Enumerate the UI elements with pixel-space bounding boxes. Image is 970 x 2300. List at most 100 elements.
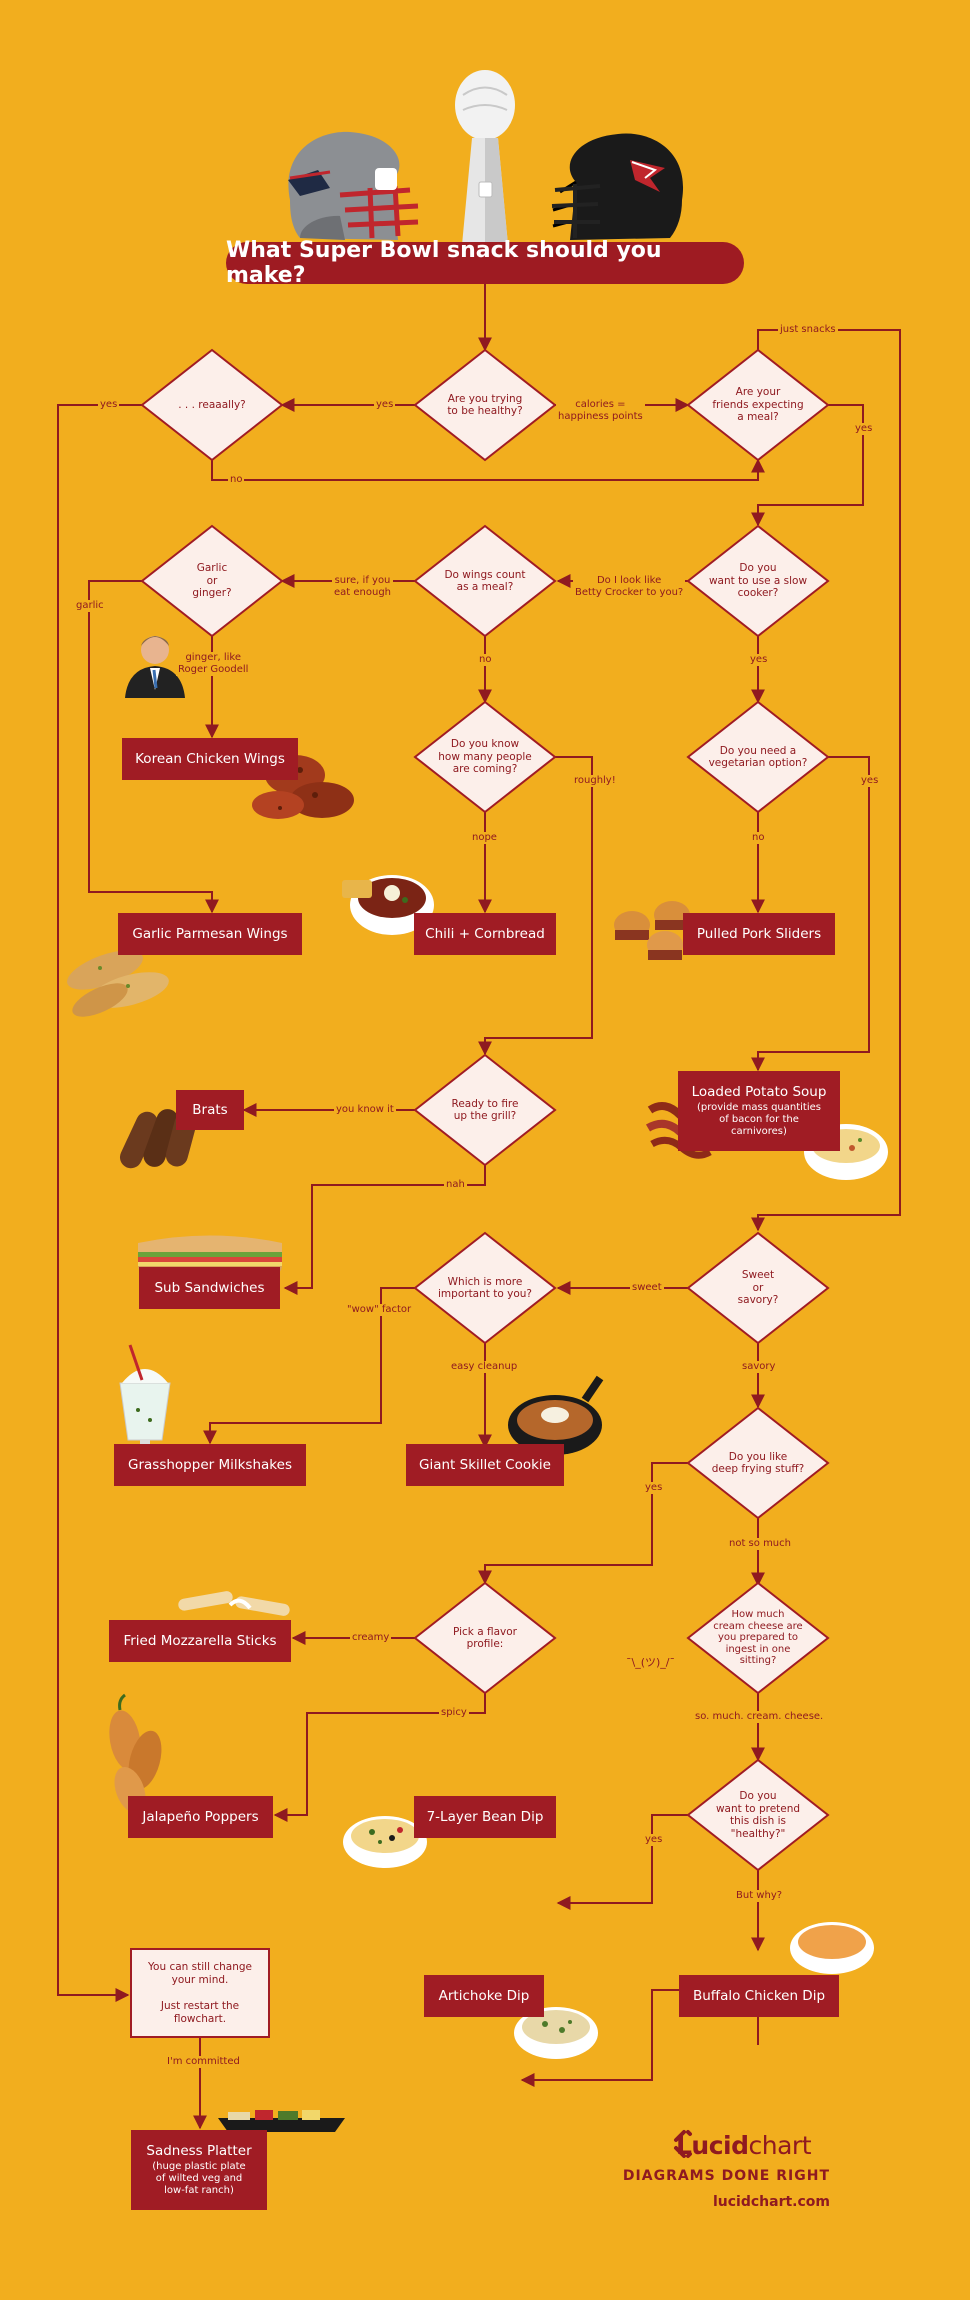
edge-label-sweet: sweet — [630, 1282, 664, 1294]
skillet-cookie-icon — [508, 1375, 604, 1455]
result-korean-wings-label: Korean Chicken Wings — [135, 751, 285, 767]
diamond-vegetarian — [686, 700, 830, 814]
edge-label-creamy: creamy — [350, 1632, 392, 1644]
goodell-avatar-icon — [125, 636, 185, 698]
brand-name: Lucidchart — [676, 2130, 812, 2160]
diamond-pretend — [686, 1758, 830, 1872]
diamond-grill-label: Ready to fire up the grill? — [451, 1097, 519, 1123]
diamond-howmany-label: Do you know how many people are coming? — [438, 738, 532, 776]
diamond-flavor — [413, 1581, 557, 1695]
artichoke-dip-icon — [514, 2007, 598, 2059]
result-brats-label: Brats — [192, 1102, 228, 1118]
edge-label-slow-yes: yes — [748, 654, 770, 666]
edge-label-roughly: roughly! — [572, 775, 618, 787]
edge-label-just-snacks: just snacks — [778, 324, 838, 336]
brand-tagline: DIAGRAMS DONE RIGHT — [622, 2168, 830, 2184]
veggie-platter-icon — [218, 2110, 345, 2132]
shrug-text: ¯\_(ツ)_/¯ — [626, 1656, 675, 1669]
diamond-garlic-ginger — [140, 524, 284, 638]
edge-label-veg-yes: yes — [859, 775, 881, 787]
edge-label-veg-no: no — [750, 832, 767, 844]
diamond-wings-label: Do wings count as a meal? — [444, 568, 526, 594]
edge-label-ginger: ginger, like Roger Goodell — [176, 652, 251, 676]
diamond-sweet-savory-label: Sweet or savory? — [737, 1269, 779, 1307]
result-skillet-cookie-label: Giant Skillet Cookie — [419, 1457, 551, 1473]
diamond-important — [413, 1231, 557, 1345]
result-chili-label: Chili + Cornbread — [425, 926, 545, 942]
edge-label-nah: nah — [444, 1179, 467, 1191]
diamond-slowcooker — [686, 524, 830, 638]
bean-dip-icon — [343, 1816, 427, 1868]
edge-label-savory: savory — [740, 1361, 778, 1373]
edge-label-sure: sure, if you eat enough — [332, 575, 394, 599]
restart-note: You can still change your mind. Just res… — [130, 1948, 270, 2038]
result-milkshakes-label: Grasshopper Milkshakes — [128, 1457, 292, 1473]
diamond-creamcheese — [686, 1581, 830, 1695]
diamond-howmany — [413, 700, 557, 814]
result-garlic-parm-wings-label: Garlic Parmesan Wings — [132, 926, 288, 942]
edge-label-calories: calories = happiness points — [556, 399, 645, 423]
brand-name-bold: Lucid — [676, 2130, 749, 2160]
diamond-healthy-label: Are you trying to be healthy? — [447, 392, 523, 418]
brand-url[interactable]: lucidchart.com — [712, 2194, 830, 2210]
brand-name-light: chart — [748, 2130, 812, 2160]
edge-label-spicy: spicy — [439, 1707, 469, 1719]
diamond-friends — [686, 348, 830, 462]
result-buffalo-dip-label: Buffalo Chicken Dip — [692, 1988, 826, 2004]
brand-logo: Lucidchart — [676, 2130, 812, 2160]
trophy-icon — [455, 70, 515, 245]
result-buffalo-dip: Buffalo Chicken Dip — [679, 1975, 839, 2017]
diamond-slowcooker-label: Do you want to use a slow cooker? — [708, 562, 808, 600]
buffalo-dip-icon — [790, 1922, 874, 1974]
result-artichoke-dip-label: Artichoke Dip — [438, 1988, 530, 2004]
edge-label-pretend-yes: yes — [643, 1834, 665, 1846]
result-artichoke-dip: Artichoke Dip — [424, 1975, 544, 2017]
edge-label-easy: easy cleanup — [449, 1361, 520, 1373]
diamond-creamcheese-label: How much cream cheese are you prepared t… — [713, 1609, 803, 1667]
diamond-flavor-label: Pick a flavor profile: — [453, 1625, 517, 1651]
result-milkshakes: Grasshopper Milkshakes — [114, 1444, 306, 1486]
edge-label-so-much: so. much. cream. cheese. — [693, 1711, 826, 1723]
mozzarella-sticks-icon — [178, 1591, 290, 1616]
edge-label-reaaally-yes: yes — [98, 399, 120, 411]
edge-label-reaaally-no: no — [228, 474, 245, 486]
diamond-garlic-ginger-label: Garlic or ginger? — [192, 562, 232, 600]
result-mozzarella: Fried Mozzarella Sticks — [109, 1620, 291, 1662]
diamond-vegetarian-label: Do you need a vegetarian option? — [708, 744, 808, 770]
result-bean-dip: 7-Layer Bean Dip — [414, 1796, 556, 1838]
diamond-reaaally-label: . . . reaaally? — [178, 398, 246, 411]
edge-label-wow: "wow" factor — [345, 1304, 414, 1316]
result-potato-soup: Loaded Potato Soup(provide mass quantiti… — [678, 1071, 840, 1151]
result-potato-soup-label: Loaded Potato Soup — [691, 1084, 827, 1100]
result-skillet-cookie: Giant Skillet Cookie — [406, 1444, 564, 1486]
result-korean-wings: Korean Chicken Wings — [122, 738, 298, 780]
result-mozzarella-label: Fried Mozzarella Sticks — [123, 1633, 277, 1649]
diamond-wings — [413, 524, 557, 638]
result-bean-dip-label: 7-Layer Bean Dip — [426, 1809, 544, 1825]
decision-diamonds — [140, 348, 830, 1872]
diamond-friends-label: Are your friends expecting a meal? — [712, 386, 804, 424]
diamond-sweet-savory — [686, 1231, 830, 1345]
result-garlic-parm-wings: Garlic Parmesan Wings — [118, 913, 302, 955]
edge-label-nope: nope — [470, 832, 499, 844]
diamond-deepfry-label: Do you like deep frying stuff? — [711, 1450, 805, 1476]
page-title: What Super Bowl snack should you make? — [226, 238, 744, 288]
result-sadness-platter: Sadness Platter(huge plastic plate of wi… — [131, 2130, 267, 2210]
edge-label-garlic: garlic — [74, 600, 106, 612]
result-jalapeno-label: Jalapeño Poppers — [142, 1809, 259, 1825]
result-sliders-label: Pulled Pork Sliders — [696, 926, 822, 942]
lucidchart-logo-icon — [674, 2130, 692, 2158]
chili-bowl-icon — [342, 875, 434, 935]
garlic-bread-icon — [67, 950, 169, 1017]
diamond-deepfry — [686, 1406, 830, 1520]
result-subs-label: Sub Sandwiches — [154, 1280, 265, 1296]
edge-label-not-so-much: not so much — [727, 1538, 793, 1550]
falcons-helmet-icon — [551, 133, 684, 240]
result-sadness-platter-sub: (huge plastic plate of wilted veg and lo… — [152, 2161, 246, 2196]
result-chili: Chili + Cornbread — [414, 913, 556, 955]
diamond-grill — [413, 1053, 557, 1167]
jalapeno-poppers-icon — [109, 1693, 162, 1814]
edge-label-healthy-yes: yes — [374, 399, 396, 411]
edge-label-betty: Do I look like Betty Crocker to you? — [573, 575, 686, 599]
